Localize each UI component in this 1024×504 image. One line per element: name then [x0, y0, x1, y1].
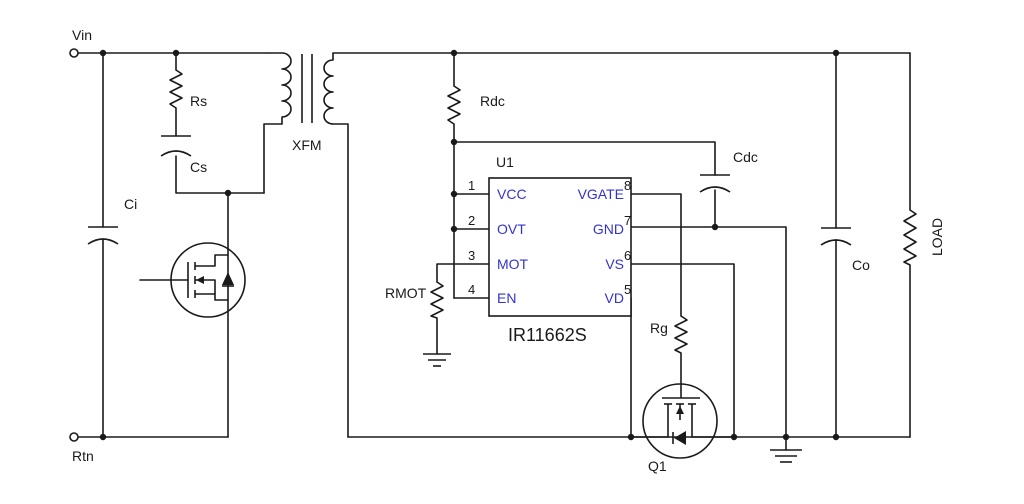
rtn-label: Rtn [72, 448, 94, 464]
q1-label: Q1 [648, 458, 667, 474]
rmot-label: RMOT [385, 285, 427, 301]
ground-icon [423, 353, 451, 367]
load-label: LOAD [929, 218, 945, 256]
pin-2-number: 2 [468, 213, 475, 228]
pin-vgate-name: VGATE [578, 186, 624, 202]
ic-right-pins: 8 7 6 5 VGATE GND VS VD [578, 178, 632, 306]
cdc-label: Cdc [733, 149, 758, 165]
pin-7-number: 7 [624, 213, 631, 228]
rtn-terminal [69, 432, 79, 442]
pin-vs-name: VS [605, 256, 624, 272]
vin-terminal [69, 48, 79, 58]
pin-4-number: 4 [468, 282, 475, 297]
u1-label: U1 [496, 154, 514, 170]
rs-label: Rs [190, 93, 207, 109]
junction-dots [99, 49, 840, 441]
co-label: Co [852, 257, 870, 273]
resistor-rg [674, 315, 688, 354]
ic-left-pins: 1 2 3 4 VCC OVT MOT EN [468, 178, 529, 306]
xfm-label: XFM [292, 137, 322, 153]
pin-mot-name: MOT [497, 256, 529, 272]
transformer-xfm [268, 52, 334, 125]
wires [75, 52, 911, 451]
resistor-rdc [447, 85, 461, 125]
primary-mosfet [170, 242, 246, 318]
resistor-rmot [430, 281, 444, 319]
pin-5-number: 5 [624, 282, 631, 297]
pin-gnd-name: GND [593, 221, 624, 237]
capacitor-ci [87, 226, 119, 245]
ground-icon [770, 449, 802, 463]
cs-label: Cs [190, 159, 207, 175]
pin-8-number: 8 [624, 178, 631, 193]
pin-ovt-name: OVT [497, 221, 526, 237]
ic-part-number: IR11662S [508, 325, 587, 345]
rg-label: Rg [650, 320, 668, 336]
pin-vd-name: VD [605, 290, 624, 306]
pin-3-number: 3 [468, 248, 475, 263]
pin-vcc-name: VCC [497, 186, 527, 202]
resistor-rs [169, 69, 183, 109]
vin-label: Vin [72, 27, 92, 43]
pin-en-name: EN [497, 290, 516, 306]
rdc-label: Rdc [480, 93, 505, 109]
capacitor-cdc [699, 174, 731, 193]
ic-body [488, 177, 632, 317]
capacitor-cs [160, 135, 192, 157]
pin-6-number: 6 [624, 248, 631, 263]
pin-1-number: 1 [468, 178, 475, 193]
capacitor-co [820, 227, 852, 246]
ci-label: Ci [124, 196, 137, 212]
resistor-load [903, 209, 917, 266]
q1-mosfet [631, 383, 734, 459]
